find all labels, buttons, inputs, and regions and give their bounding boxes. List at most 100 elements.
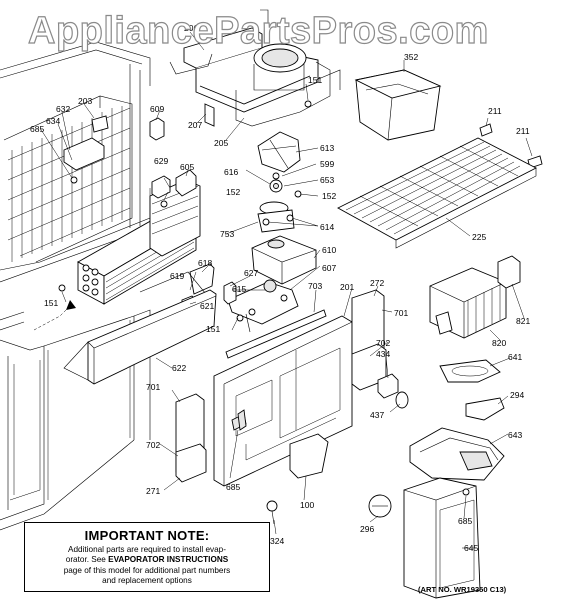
screw-151-mid	[236, 314, 244, 322]
note-evaporator-instructions: EVAPORATOR INSTRUCTIONS	[108, 555, 229, 565]
note-body: Additional parts are required to install…	[25, 545, 269, 587]
shelf-clip-1	[479, 123, 493, 137]
drain-trough	[63, 289, 217, 385]
label-272: 272	[370, 278, 384, 288]
label-324: 324	[270, 536, 284, 546]
part-609	[149, 117, 165, 141]
label-437: 437	[370, 410, 384, 420]
note-line-3: page of this model for additional part n…	[63, 565, 231, 575]
part-203	[91, 115, 109, 133]
label-622: 622	[172, 363, 186, 373]
label-685-top: 685	[30, 124, 44, 134]
label-211-b: 211	[516, 126, 530, 136]
leader-lines	[39, 31, 533, 549]
screw-324	[266, 500, 278, 512]
label-627: 627	[244, 268, 258, 278]
label-629: 629	[154, 156, 168, 166]
label-702-left: 702	[146, 440, 160, 450]
important-note-box: IMPORTANT NOTE: Additional parts are req…	[24, 522, 270, 592]
dispenser-chute	[409, 427, 505, 481]
label-613: 613	[320, 143, 334, 153]
label-151-mid: 151	[206, 324, 220, 334]
label-621: 621	[200, 301, 214, 311]
part-629	[151, 175, 171, 199]
label-701-left: 701	[146, 382, 160, 392]
label-634: 634	[46, 116, 60, 126]
watermark-text: AppliancePartsPros.com	[27, 9, 489, 52]
label-610: 610	[322, 245, 336, 255]
ice-bucket	[354, 69, 442, 141]
fan-motor-assembly	[227, 131, 317, 333]
label-607: 607	[322, 263, 336, 273]
note-line-4: and replacement options	[102, 576, 192, 586]
note-title: IMPORTANT NOTE:	[84, 528, 210, 543]
note-line-2-prefix: orator. See	[65, 555, 109, 565]
label-614: 614	[320, 222, 334, 232]
label-685-right: 685	[458, 516, 472, 526]
label-605: 605	[180, 162, 194, 172]
evaporator-coil	[77, 178, 201, 305]
control-632	[63, 137, 105, 171]
part-821	[497, 255, 521, 289]
duct-100	[289, 433, 329, 479]
label-685-lower: 685	[226, 482, 240, 492]
label-211-a: 211	[488, 106, 502, 116]
rod-703	[225, 309, 327, 359]
part-605	[175, 169, 197, 197]
dispenser-housing	[403, 477, 481, 599]
label-206: 206	[184, 23, 198, 33]
label-616: 616	[224, 167, 238, 177]
label-294: 294	[510, 390, 524, 400]
screw-152-left	[160, 200, 168, 208]
label-205: 205	[214, 138, 228, 148]
label-151-top: 151	[308, 75, 322, 85]
part-294	[465, 397, 505, 421]
part-641	[439, 359, 501, 383]
label-703: 703	[308, 281, 322, 291]
screw-151-top	[304, 100, 312, 108]
label-641: 641	[508, 352, 522, 362]
screw-151-left	[58, 284, 66, 292]
evaporator-cover-panel	[213, 315, 353, 487]
part-618	[189, 263, 215, 295]
fan-duct-assembly	[169, 9, 341, 127]
part-627	[223, 281, 237, 305]
label-632: 632	[56, 104, 70, 114]
pillar-702	[175, 443, 207, 483]
label-100: 100	[300, 500, 314, 510]
label-271: 271	[146, 486, 160, 496]
light-socket-434	[377, 373, 399, 399]
label-701-right: 701	[394, 308, 408, 318]
label-618: 618	[198, 258, 212, 268]
label-225: 225	[472, 232, 486, 242]
label-352: 352	[404, 52, 418, 62]
art-number: (ART NO. WR19350 C13)	[418, 585, 507, 594]
light-bulb-437	[395, 391, 409, 409]
label-619: 619	[170, 271, 184, 281]
part-number-labels: 206 151 352 203 632 634 685 609 207 205 …	[30, 23, 530, 553]
screw-685-right	[462, 488, 470, 496]
screw-685-top	[70, 176, 78, 184]
clip-685-lower	[237, 409, 247, 431]
label-152-left: 152	[226, 187, 240, 197]
label-203: 203	[78, 96, 92, 106]
label-152-right: 152	[322, 191, 336, 201]
wire-shelf	[337, 137, 537, 249]
label-615: 615	[232, 284, 246, 294]
label-645: 645	[464, 543, 478, 553]
label-820: 820	[492, 338, 506, 348]
label-643: 643	[508, 430, 522, 440]
ice-maker	[429, 267, 507, 339]
label-702-right: 702	[376, 338, 390, 348]
label-434: 434	[376, 349, 390, 359]
label-609: 609	[150, 104, 164, 114]
label-599: 599	[320, 159, 334, 169]
note-line-1: Additional parts are required to install…	[68, 545, 226, 554]
label-201: 201	[340, 282, 354, 292]
label-296: 296	[360, 524, 374, 534]
label-753: 753	[220, 229, 234, 239]
label-821: 821	[516, 316, 530, 326]
label-151-left: 151	[44, 298, 58, 308]
